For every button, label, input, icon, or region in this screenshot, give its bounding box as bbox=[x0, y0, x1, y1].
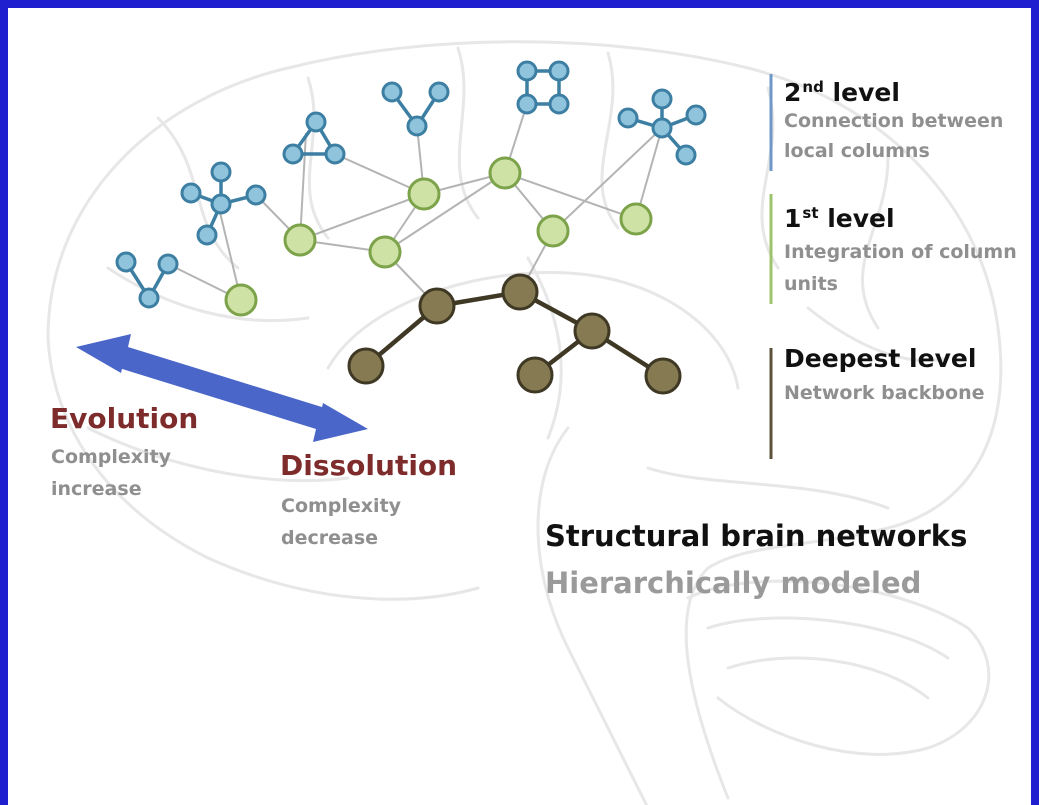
green-node bbox=[407, 177, 441, 211]
first-level-description-line1: Integration of column bbox=[784, 241, 1017, 263]
first-level-title: 1st level bbox=[784, 198, 895, 234]
blue-node bbox=[548, 93, 570, 115]
green-node bbox=[368, 235, 402, 269]
green-node bbox=[536, 214, 570, 248]
evolution-line1: Complexity bbox=[51, 446, 172, 468]
green-node bbox=[224, 283, 258, 317]
dissolution-line1: Complexity bbox=[281, 495, 402, 517]
brown-node bbox=[516, 356, 554, 394]
second-level-title: 2nd level bbox=[784, 72, 900, 108]
brain-network-diagram bbox=[46, 40, 1003, 805]
dissolution-title: Dissolution bbox=[280, 449, 458, 482]
second-level-word: level bbox=[832, 78, 900, 107]
caption-title: Structural brain networks bbox=[545, 519, 968, 553]
brown-node bbox=[418, 287, 456, 325]
first-level-description-line2: units bbox=[784, 273, 838, 295]
blue-node bbox=[406, 115, 428, 137]
first-level-word: level bbox=[827, 204, 895, 233]
blue-node bbox=[324, 143, 346, 165]
second-level-description-line1: Connection between bbox=[784, 110, 1004, 132]
blue-node bbox=[138, 287, 160, 309]
blue-node bbox=[548, 60, 570, 82]
brain-outline bbox=[46, 40, 1003, 805]
second-level-suffix: nd bbox=[802, 78, 824, 96]
blue-node bbox=[180, 182, 202, 204]
blue-node bbox=[115, 251, 137, 273]
second-level-nodes bbox=[115, 60, 707, 309]
brown-node bbox=[573, 312, 611, 350]
blue-node bbox=[282, 143, 304, 165]
second-level-description-line2: local columns bbox=[784, 140, 930, 162]
green-node bbox=[283, 223, 317, 257]
first-level-suffix: st bbox=[802, 204, 819, 222]
blue-node bbox=[675, 144, 697, 166]
blue-node bbox=[516, 93, 538, 115]
blue-node bbox=[685, 104, 707, 126]
brown-node bbox=[644, 357, 682, 395]
deepest-level-title: Deepest level bbox=[784, 344, 977, 373]
deepest-level-description: Network backbone bbox=[784, 382, 985, 404]
blue-node bbox=[210, 161, 232, 183]
deepest-level-nodes bbox=[347, 273, 682, 395]
blue-node bbox=[516, 60, 538, 82]
first-level-nodes bbox=[224, 156, 653, 317]
blue-node bbox=[651, 117, 673, 139]
green-node bbox=[488, 156, 522, 190]
blue-node bbox=[157, 253, 179, 275]
evolution-line2: increase bbox=[51, 478, 142, 500]
blue-node bbox=[196, 224, 218, 246]
second-level-number: 2 bbox=[784, 78, 802, 107]
blue-node bbox=[617, 107, 639, 129]
evolution-dissolution-arrow bbox=[76, 334, 368, 442]
blue-node bbox=[245, 184, 267, 206]
brown-node bbox=[501, 273, 539, 311]
dissolution-line2: decrease bbox=[281, 527, 379, 549]
blue-node bbox=[305, 111, 327, 133]
caption-subtitle: Hierarchically modeled bbox=[545, 566, 922, 600]
blue-node bbox=[651, 88, 673, 110]
blue-node bbox=[428, 81, 450, 103]
blue-node bbox=[210, 193, 232, 215]
brown-node bbox=[347, 347, 385, 385]
first-level-number: 1 bbox=[784, 204, 802, 233]
blue-node bbox=[381, 81, 403, 103]
green-node bbox=[619, 202, 653, 236]
evolution-title: Evolution bbox=[50, 402, 199, 435]
